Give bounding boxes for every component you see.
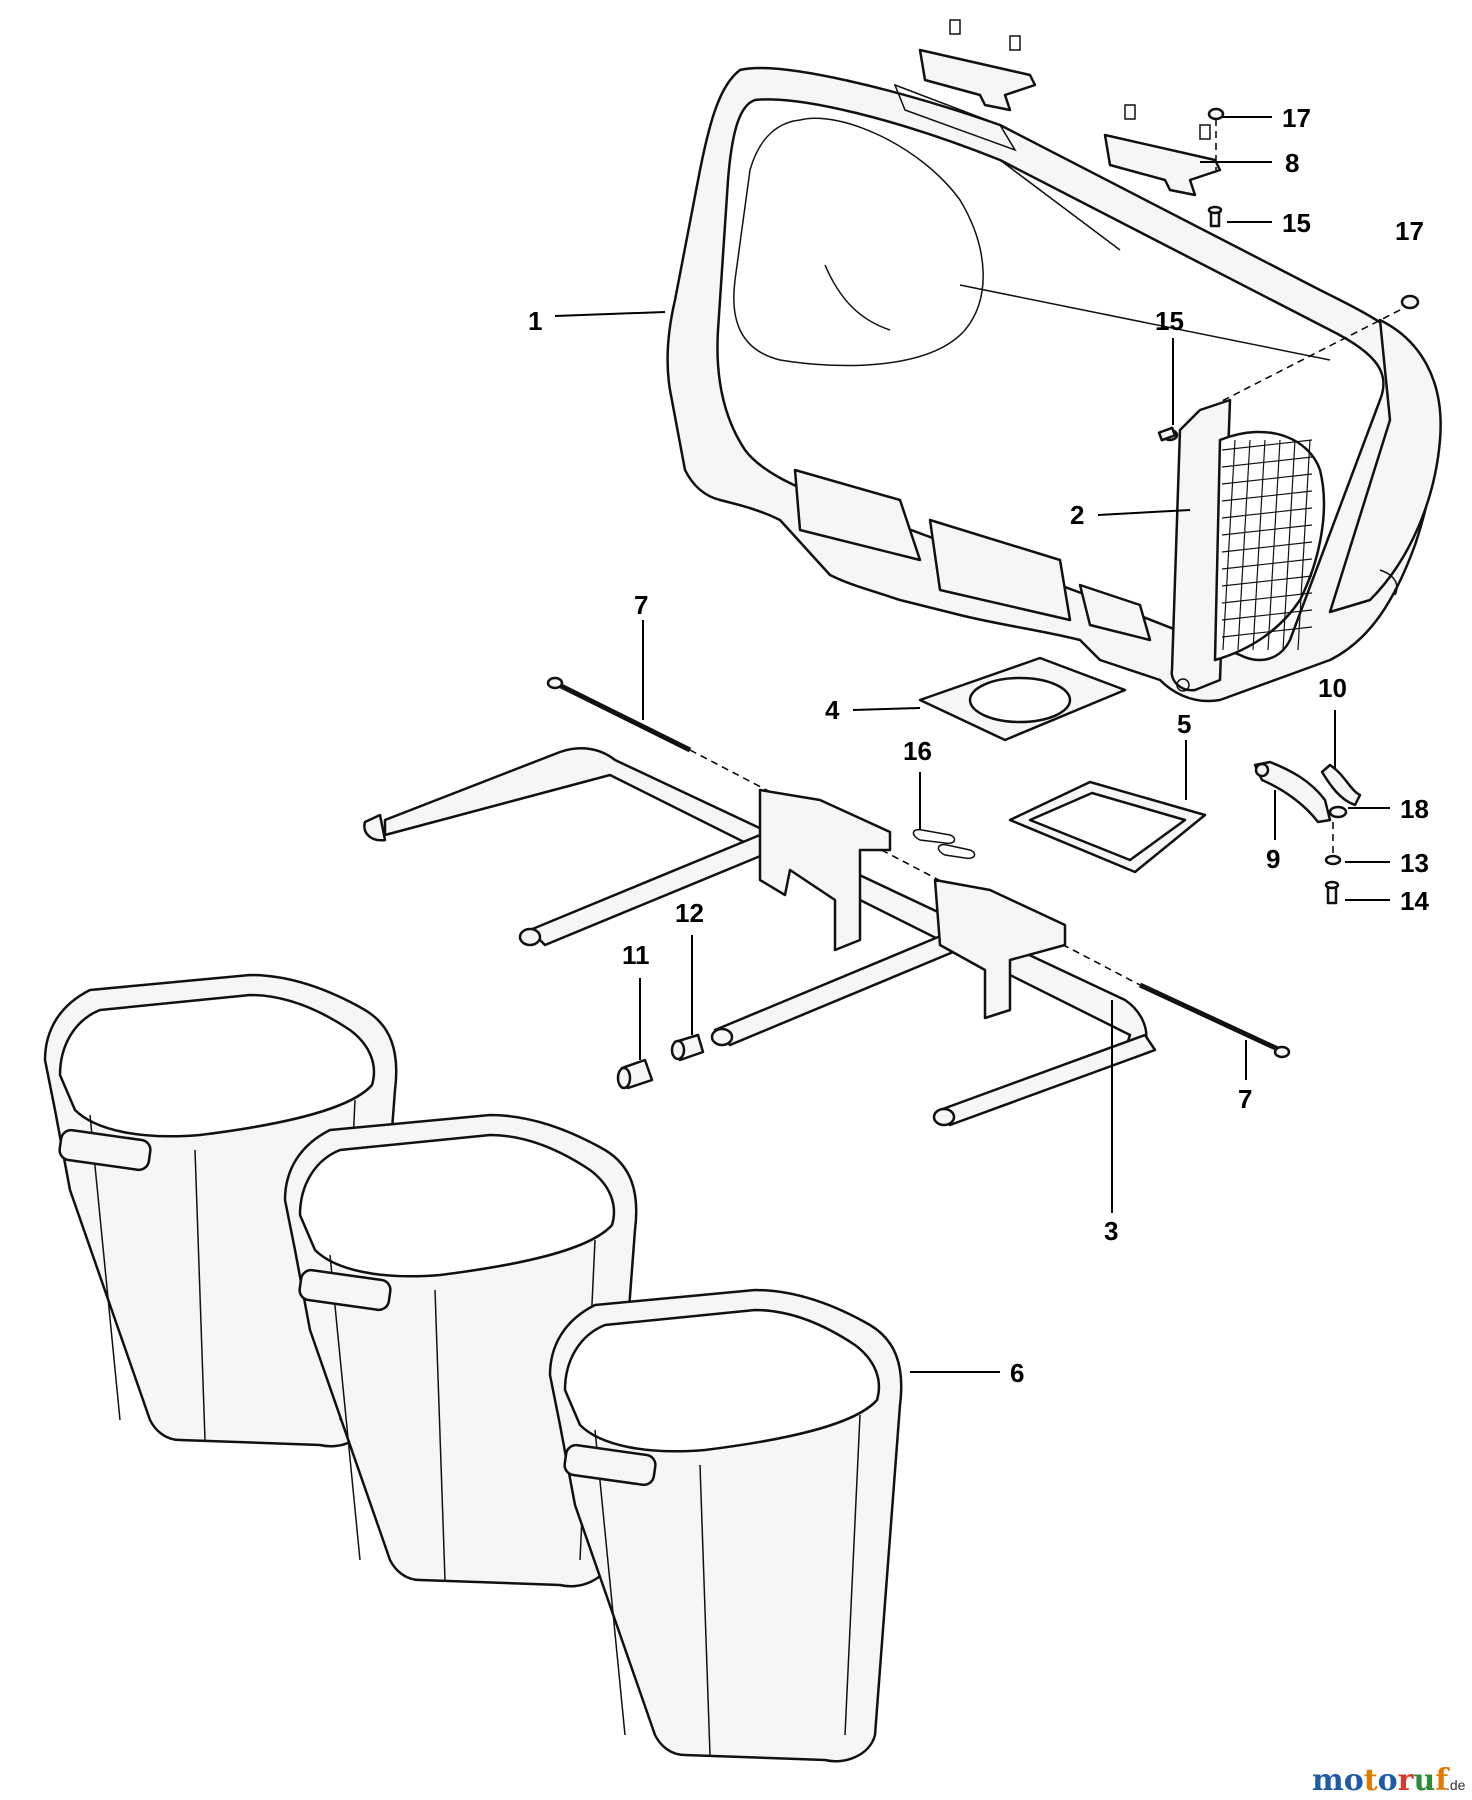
frame-5 (1008, 780, 1207, 874)
mesh-line (1221, 558, 1313, 570)
mesh-line (1237, 439, 1251, 651)
mesh-line (1267, 439, 1281, 651)
bin-middle (283, 1113, 638, 1588)
callout-5: 5 (1177, 709, 1191, 739)
adapter-plate-4 (918, 656, 1127, 742)
bin-left (43, 973, 398, 1448)
callout-9: 9 (1266, 844, 1280, 874)
watermark-letter: o (1378, 1763, 1398, 1798)
support-frame-3 (363, 747, 1157, 1127)
mounting-bracket-8 (1103, 104, 1222, 197)
watermark-tld: .de (1446, 1777, 1466, 1793)
mesh-line (1221, 507, 1313, 519)
mesh-line (1221, 524, 1313, 536)
latch-10 (1320, 763, 1362, 807)
mesh-line (1221, 490, 1313, 502)
callout-7-right: 7 (1238, 1084, 1252, 1114)
watermark-letter: o (1344, 1763, 1364, 1798)
callout-18: 18 (1400, 794, 1429, 824)
callout-14: 14 (1400, 886, 1429, 916)
mesh-line (1221, 592, 1313, 604)
mounting-bracket-top-left (918, 19, 1037, 112)
watermark-letter: f (1435, 1763, 1450, 1798)
callout-1: 1 (528, 306, 542, 336)
bolt-14 (1324, 880, 1340, 905)
callout-16: 16 (903, 736, 932, 766)
leader-lines (554, 116, 1390, 1373)
mesh-line (1221, 439, 1313, 451)
bushing-12 (670, 1033, 705, 1062)
callout-11: 11 (622, 940, 650, 970)
mesh-line (1282, 439, 1296, 651)
bolt-15-top (1207, 205, 1223, 228)
mesh-line (1221, 541, 1313, 553)
mesh-line (1221, 626, 1313, 638)
mesh-line (1221, 575, 1313, 587)
hairpin-clips-16 (912, 828, 976, 860)
bolt-15-mid (1157, 426, 1179, 442)
watermark-letter: t (1364, 1763, 1378, 1798)
callout-3: 3 (1104, 1216, 1118, 1246)
callout-10: 10 (1318, 673, 1347, 703)
rod-7-right (1138, 982, 1291, 1059)
mesh-line (1297, 439, 1311, 651)
callout-15-top: 15 (1282, 208, 1311, 238)
svg-text:motoruf: motoruf (1312, 1763, 1450, 1798)
callout-4: 4 (825, 695, 840, 725)
washer-18 (1328, 805, 1348, 819)
mesh-screen (1170, 398, 1326, 692)
motoruf-watermark-logo: motoruf .de (1312, 1763, 1466, 1798)
bin-right-6 (548, 1288, 903, 1763)
mesh-line (1221, 609, 1313, 621)
callout-13: 13 (1400, 848, 1429, 878)
washer-13 (1324, 822, 1342, 866)
mesh-line (1222, 439, 1236, 651)
watermark-letter: u (1413, 1763, 1435, 1798)
callout-17-right: 17 (1395, 216, 1424, 246)
callout-6: 6 (1010, 1358, 1024, 1388)
mesh-line (1252, 439, 1266, 651)
rod-7-left (546, 676, 692, 753)
callout-12: 12 (675, 898, 704, 928)
mesh-line (1221, 456, 1313, 468)
catcher-hood (666, 66, 1442, 703)
callout-8: 8 (1285, 148, 1299, 178)
end-cap-11 (616, 1058, 654, 1090)
latch-9 (1253, 760, 1332, 824)
callout-17-top: 17 (1282, 103, 1311, 133)
mesh-line (1221, 473, 1313, 485)
watermark-letter: m (1312, 1763, 1344, 1798)
nut-17-right (1219, 294, 1420, 403)
watermark-letter: r (1398, 1763, 1415, 1798)
callout-7-top: 7 (634, 590, 648, 620)
callout-2: 2 (1070, 500, 1084, 530)
callout-15-mid: 15 (1155, 306, 1184, 336)
